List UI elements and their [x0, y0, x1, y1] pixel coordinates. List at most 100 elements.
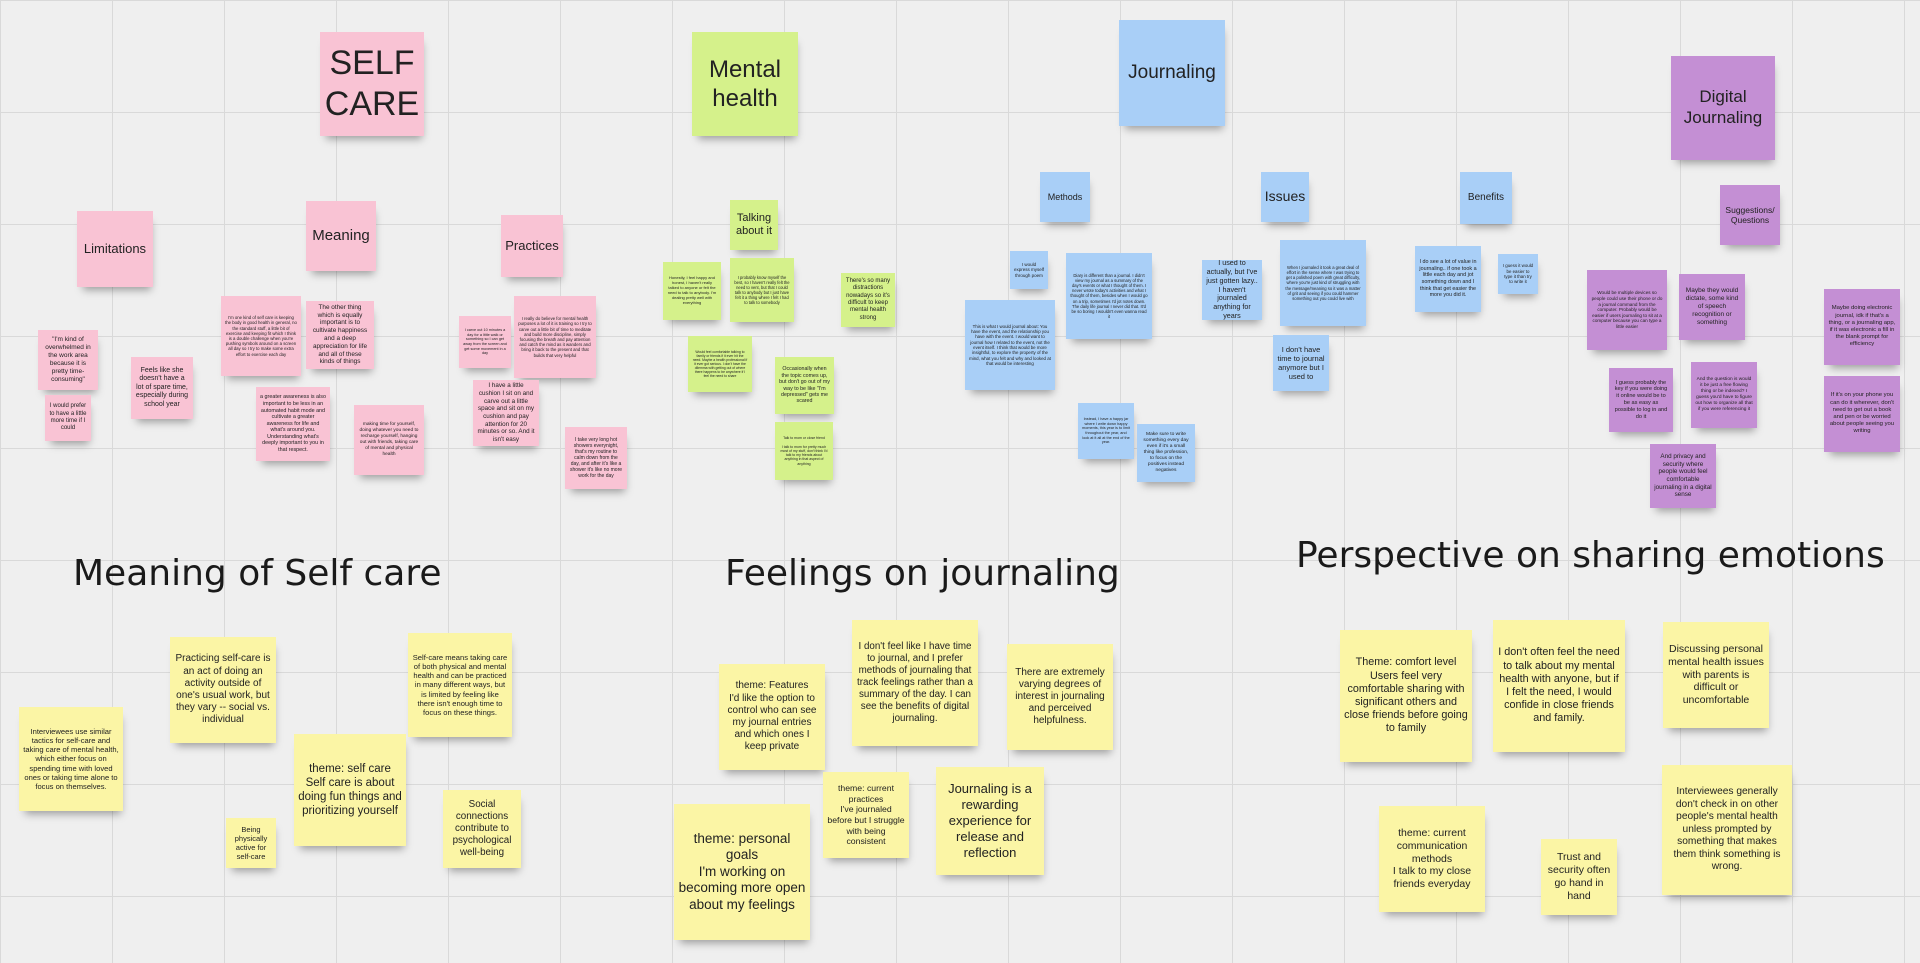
sticky-note-text: Self-care means taking care of both phys… — [412, 652, 508, 718]
sticky-note-limitations[interactable]: Limitations — [77, 211, 153, 287]
sticky-note-text: Mental health — [708, 55, 782, 112]
sticky-note-y-theme-features[interactable]: theme: Features I'd like the option to c… — [719, 664, 825, 770]
sticky-note-green-2[interactable]: I probably know myself the best, so I ha… — [730, 258, 794, 322]
sticky-note-text: Journaling is a rewarding experience for… — [948, 781, 1032, 860]
sticky-note-text: Practicing self-care is an act of doing … — [175, 653, 271, 726]
sticky-note-text: I guess probably the key if you were doi… — [1614, 379, 1668, 420]
sticky-note-suggestions[interactable]: Suggestions/ Questions — [1720, 185, 1780, 245]
sticky-note-purple-4[interactable]: And the question is would it be just a f… — [1691, 362, 1757, 428]
sticky-note-text: Would feel comfortable talking to family… — [692, 349, 748, 379]
sticky-note-green-3[interactable]: There's so many distractions nowadays so… — [841, 273, 895, 327]
sticky-note-text: theme: current communication methods I t… — [1392, 827, 1472, 891]
sticky-note-text: theme: self care Self care is about doin… — [298, 762, 402, 818]
sticky-note-blue-1[interactable]: I would express myself through poem — [1010, 251, 1048, 289]
sticky-note-text: Instead, I have a happy jar where I writ… — [1082, 417, 1130, 445]
sticky-note-text: I used to actually, but I've just gotten… — [1206, 260, 1258, 320]
sticky-note-pink-2[interactable]: I would prefer to have a little more tim… — [45, 395, 91, 441]
sticky-note-text: Occasionally when the topic comes up, bu… — [779, 366, 830, 405]
sticky-note-y-varying[interactable]: There are extremely varying degrees of i… — [1007, 644, 1113, 750]
sticky-note-text: And the question is would it be just a f… — [1695, 377, 1753, 412]
sticky-note-text: Diary is different than a journal. I did… — [1070, 272, 1148, 319]
sticky-note-text: The other thing which is equally importa… — [312, 303, 368, 366]
sticky-note-blue-5[interactable]: Make sure to write something every day e… — [1137, 424, 1195, 482]
sticky-note-green-5[interactable]: Occasionally when the topic comes up, bu… — [775, 357, 834, 414]
sticky-note-purple-7[interactable]: If it's on your phone you can do it wher… — [1824, 376, 1900, 452]
sticky-note-pink-11[interactable]: I take very long hot showers everynight,… — [565, 427, 627, 489]
sticky-note-y-discussing[interactable]: Discussing personal mental health issues… — [1663, 622, 1769, 728]
sticky-note-green-6[interactable]: Talk to mom or close friend I talk to mo… — [775, 422, 833, 480]
sticky-note-meaning[interactable]: Meaning — [306, 201, 376, 271]
sticky-note-practices[interactable]: Practices — [501, 215, 563, 277]
sticky-note-text: Suggestions/ Questions — [1725, 204, 1775, 225]
sticky-note-pink-6[interactable]: a greater awareness is also important to… — [256, 387, 330, 461]
sticky-note-pink-9[interactable]: I really do believe for mental health pu… — [514, 296, 596, 378]
sticky-note-pink-1[interactable]: "I'm kind of overwhelmed in the work are… — [38, 330, 98, 390]
sticky-note-self-care-header[interactable]: SELF CARE — [320, 32, 424, 136]
sticky-note-y-trust[interactable]: Trust and security often go hand in hand — [1541, 839, 1617, 915]
sticky-note-pink-8[interactable]: I carve out 10 minutes a day for a littl… — [459, 316, 511, 368]
sticky-note-y-social-connections[interactable]: Social connections contribute to psychol… — [443, 790, 521, 868]
sticky-note-text: I don't have time to journal anymore but… — [1277, 344, 1325, 382]
sticky-note-digital-journaling-header[interactable]: Digital Journaling — [1671, 56, 1775, 160]
sticky-note-text: I really do believe for mental health pu… — [518, 316, 592, 358]
sticky-note-y-practicing[interactable]: Practicing self-care is an act of doing … — [170, 637, 276, 743]
sticky-note-blue-4[interactable]: Instead, I have a happy jar where I writ… — [1078, 403, 1134, 459]
sticky-note-text: I take very long hot showers everynight,… — [569, 436, 623, 480]
sticky-note-blue-10[interactable]: I guess it would be easier to type it th… — [1498, 254, 1538, 294]
sticky-note-purple-2[interactable]: Maybe they would dictate, some kind of s… — [1679, 274, 1745, 340]
sticky-note-purple-3[interactable]: I guess probably the key if you were doi… — [1609, 368, 1673, 432]
sticky-note-text: I would prefer to have a little more tim… — [49, 403, 87, 432]
sticky-note-blue-2[interactable]: Diary is different than a journal. I did… — [1066, 253, 1152, 339]
sticky-note-text: Being physically active for self-care — [234, 824, 268, 862]
sticky-note-blue-9[interactable]: I do see a lot of value in journaling.. … — [1415, 246, 1481, 312]
sticky-note-y-interviewees[interactable]: Interviewees use similar tactics for sel… — [19, 707, 123, 811]
sticky-note-green-1[interactable]: Honestly, I feel happy and honest, I hav… — [663, 262, 721, 320]
sticky-note-y-no-time[interactable]: I don't feel like I have time to journal… — [852, 620, 978, 746]
sticky-note-pink-10[interactable]: I have a little cushion I sit on and car… — [473, 380, 539, 446]
sticky-note-text: Digital Journaling — [1683, 87, 1763, 127]
sticky-note-purple-6[interactable]: Maybe doing electronic journal, idk if t… — [1824, 289, 1900, 365]
sticky-note-text: Make sure to write something every day e… — [1143, 432, 1189, 473]
sticky-note-issues[interactable]: Issues — [1261, 172, 1309, 222]
sticky-note-purple-5[interactable]: And privacy and security where people wo… — [1650, 444, 1716, 508]
sticky-note-text: Would be multiple devices so people coul… — [1591, 290, 1663, 329]
sticky-note-text: Interviewees generally don't check in on… — [1673, 786, 1781, 873]
sticky-note-pink-5[interactable]: The other thing which is equally importa… — [306, 301, 374, 369]
sticky-note-text: Benefits — [1467, 191, 1505, 203]
sticky-note-blue-8[interactable]: I don't have time to journal anymore but… — [1273, 335, 1329, 391]
sticky-note-text: If it's on your phone you can do it wher… — [1829, 392, 1895, 435]
sticky-note-y-theme-current-practices[interactable]: theme: current practices I've journaled … — [823, 772, 909, 858]
sticky-note-text: There are extremely varying degrees of i… — [1015, 666, 1105, 727]
sticky-note-text: Theme: comfort level Users feel very com… — [1344, 656, 1468, 735]
sticky-note-text: Meaning — [312, 226, 370, 244]
sticky-note-text: I'm one kind of self care is keeping the… — [225, 315, 297, 357]
sticky-note-y-theme-communication[interactable]: theme: current communication methods I t… — [1379, 806, 1485, 912]
sticky-note-blue-7[interactable]: When I journaled it took a great deal of… — [1280, 240, 1366, 326]
sticky-note-journaling-header[interactable]: Journaling — [1119, 20, 1225, 126]
sticky-note-mental-health-header[interactable]: Mental health — [692, 32, 798, 136]
sticky-note-y-theme-comfort[interactable]: Theme: comfort level Users feel very com… — [1340, 630, 1472, 762]
sticky-note-pink-7[interactable]: making time for yourself, doing whatever… — [354, 405, 424, 475]
sticky-note-methods[interactable]: Methods — [1040, 172, 1090, 222]
sticky-note-text: I guess it would be easier to type it th… — [1502, 263, 1534, 285]
sticky-note-y-physically-active[interactable]: Being physically active for self-care — [226, 818, 276, 868]
sticky-note-talking-about-it[interactable]: Talking about it — [730, 200, 778, 250]
sticky-note-y-theme-self-care[interactable]: theme: self care Self care is about doin… — [294, 734, 406, 846]
sticky-note-y-theme-personal-goals[interactable]: theme: personal goals I'm working on bec… — [674, 804, 810, 940]
sticky-note-text: Trust and security often go hand in hand — [1547, 851, 1611, 902]
sticky-note-benefits[interactable]: Benefits — [1460, 172, 1512, 224]
sticky-note-pink-4[interactable]: I'm one kind of self care is keeping the… — [221, 296, 301, 376]
sticky-note-pink-3[interactable]: Feels like she doesn't have a lot of spa… — [131, 357, 193, 419]
sticky-note-y-self-care-means[interactable]: Self-care means taking care of both phys… — [408, 633, 512, 737]
sticky-note-text: Maybe they would dictate, some kind of s… — [1685, 287, 1739, 326]
sticky-note-text: Interviewees use similar tactics for sel… — [23, 726, 119, 792]
sticky-note-purple-1[interactable]: Would be multiple devices so people coul… — [1587, 270, 1667, 350]
sticky-note-y-dont-often[interactable]: I don't often feel the need to talk abou… — [1493, 620, 1625, 752]
sticky-note-blue-3[interactable]: This is what I would journal about: You … — [965, 300, 1055, 390]
sticky-note-y-interviewees-generally[interactable]: Interviewees generally don't check in on… — [1662, 765, 1792, 895]
sticky-note-green-4[interactable]: Would feel comfortable talking to family… — [688, 336, 752, 392]
sticky-note-y-rewarding[interactable]: Journaling is a rewarding experience for… — [936, 767, 1044, 875]
sticky-note-text: SELF CARE — [324, 43, 420, 123]
sticky-note-blue-6[interactable]: I used to actually, but I've just gotten… — [1202, 260, 1262, 320]
